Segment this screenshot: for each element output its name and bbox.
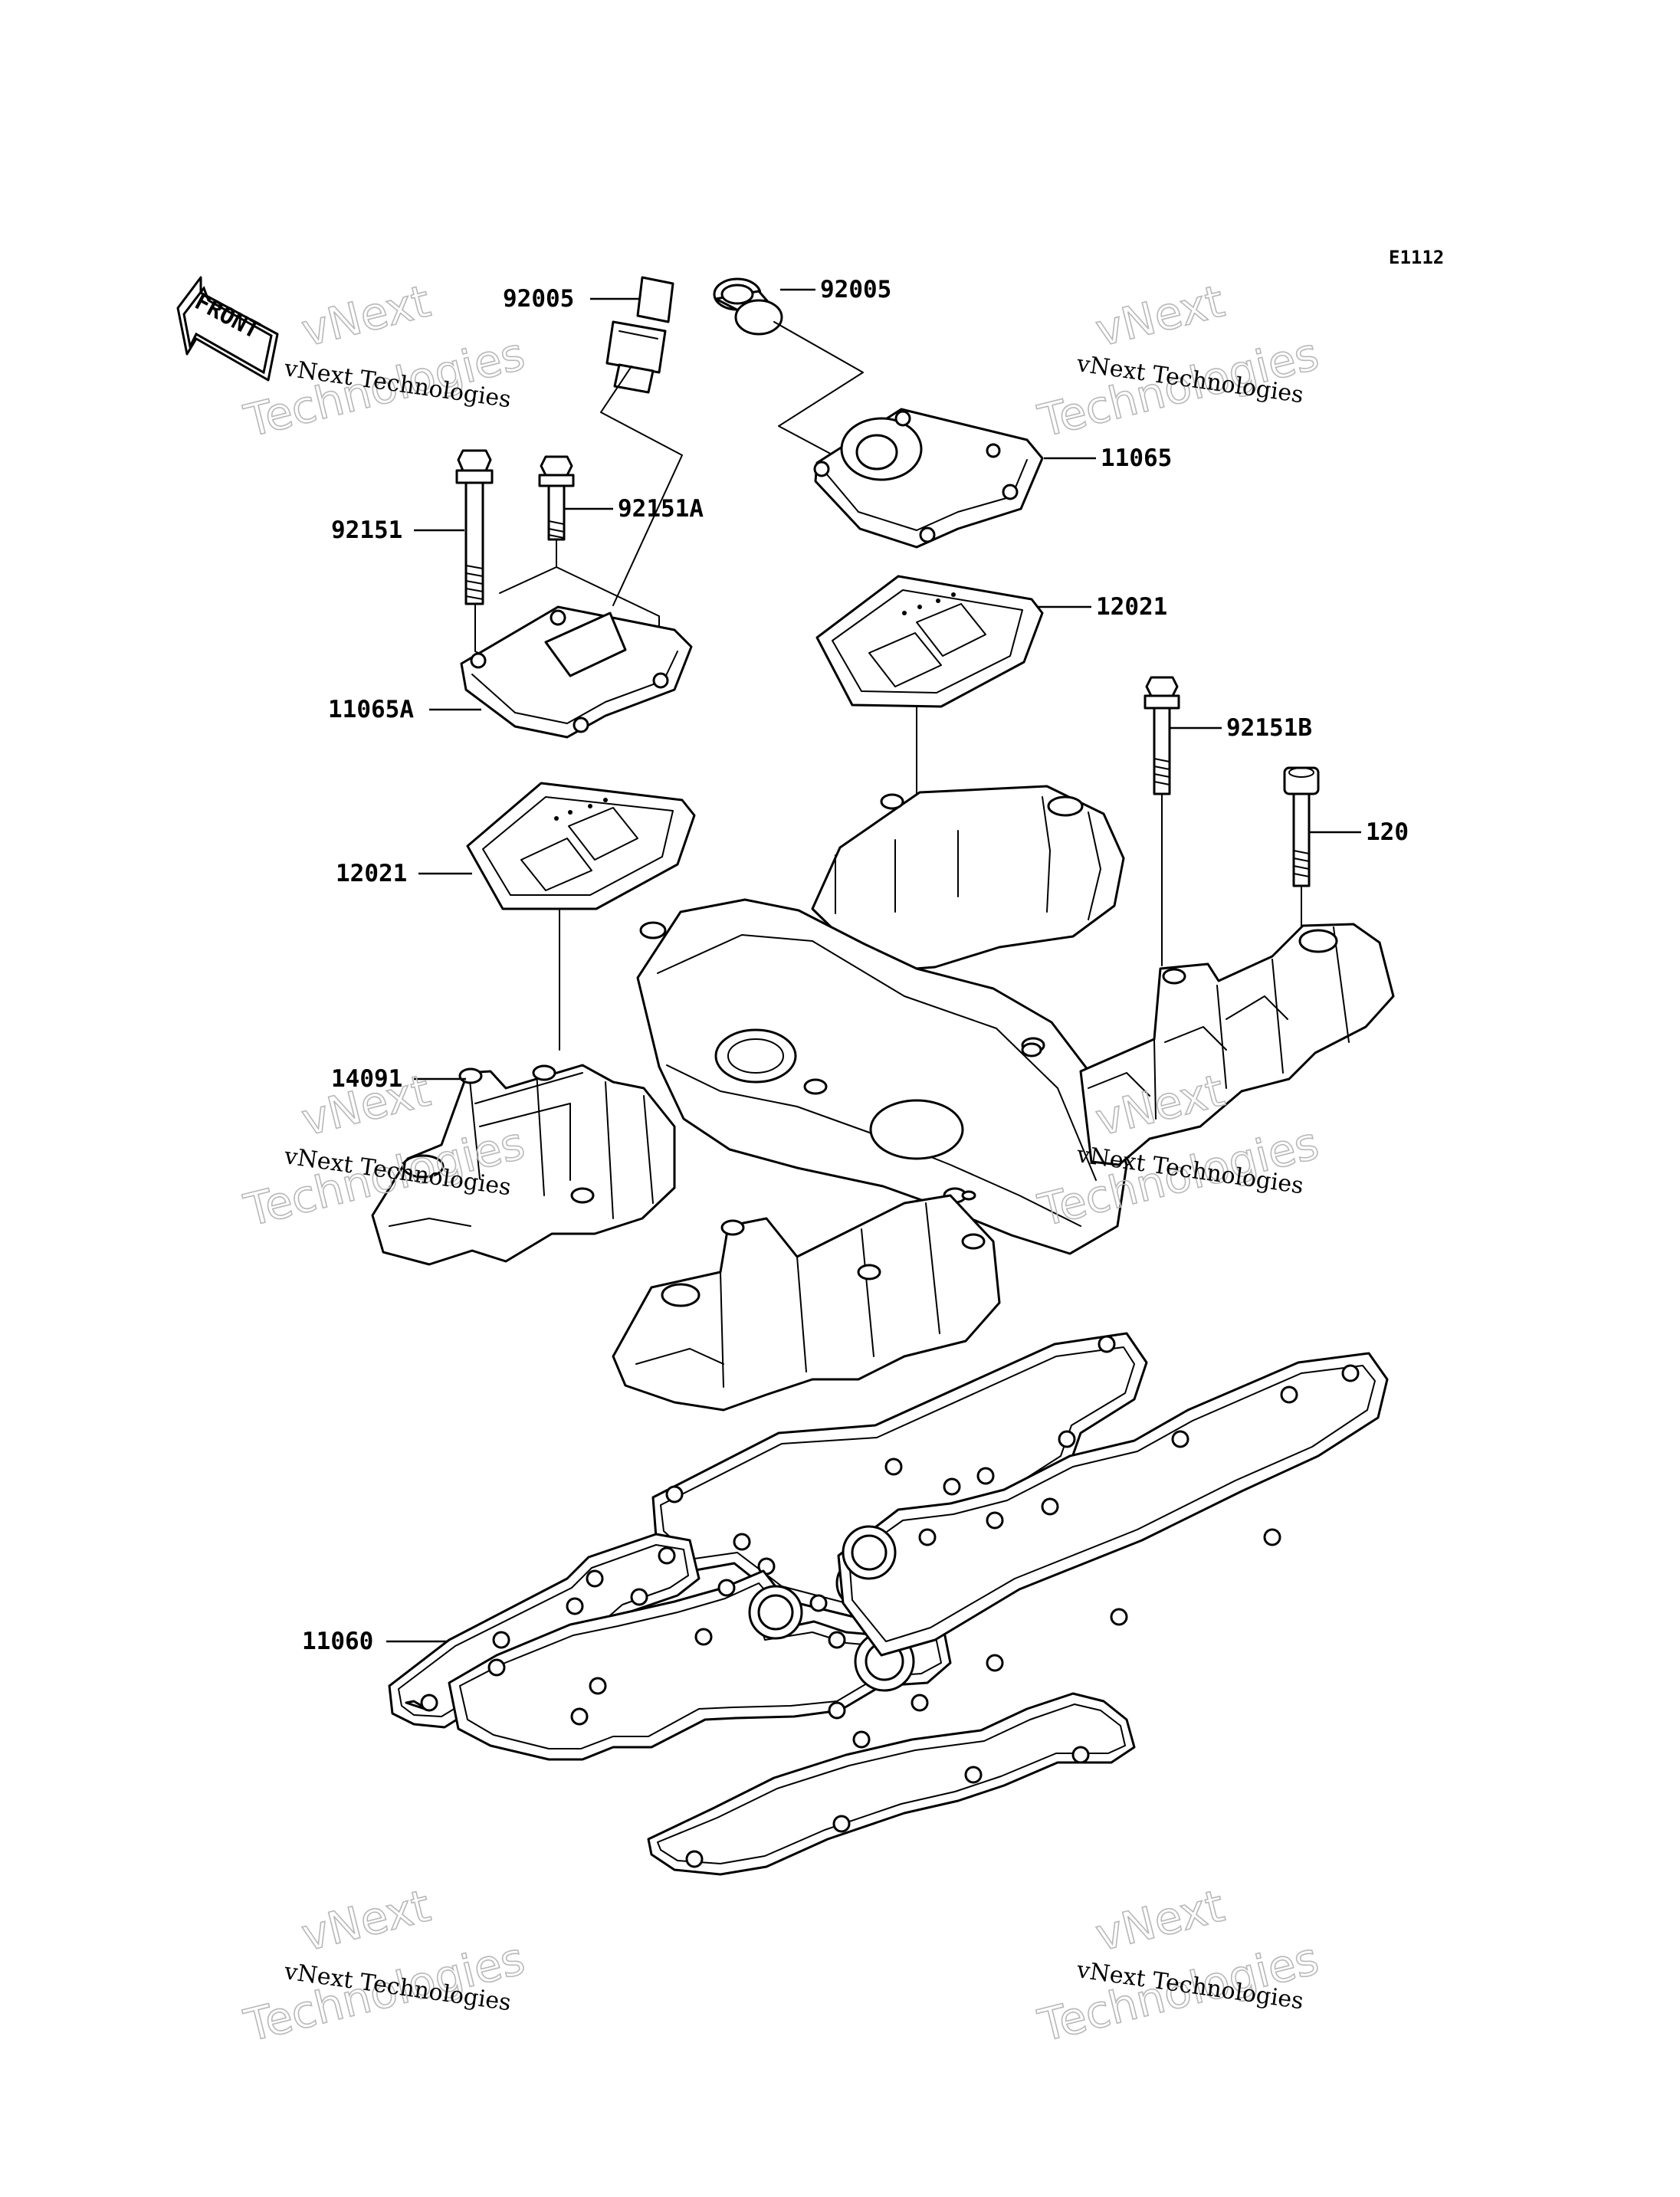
label-11060: 11060 [302,1628,373,1655]
part-14091-camshaft-cover [371,785,1395,1412]
svg-text:vNext: vNext [1091,1880,1229,1962]
label-11065: 11065 [1101,444,1172,472]
svg-text:vNext: vNext [1091,275,1229,357]
label-12021-left: 12021 [336,860,407,887]
label-120: 120 [1366,818,1409,846]
front-arrow-icon: FRONT [176,276,279,382]
part-11065-cover [813,408,1044,549]
part-92151-bolt [455,449,494,605]
label-12021-right: 12021 [1096,593,1167,621]
svg-text:vNext: vNext [297,275,435,357]
part-92005-plug-left [605,276,674,394]
label-92151: 92151 [331,516,402,544]
watermark-top-left: vNext Technologies vNext Technologies [238,274,530,448]
part-12021-gasket-right [815,575,1044,708]
part-120-bolt [1283,766,1320,887]
part-92151B-bolt [1144,676,1180,795]
watermark-bottom-left: vNext Technologies vNext Technologies [238,1879,530,2053]
label-14091: 14091 [331,1065,402,1093]
watermark-top-right: vNext Technologies vNext Technologies [1032,274,1324,448]
label-11065A: 11065A [328,696,414,723]
label-92005-right: 92005 [820,276,891,303]
part-12021-gasket-left [466,782,696,910]
diagram-code: E1112 [1389,247,1444,268]
svg-text:vNext: vNext [297,1880,435,1962]
label-92151B: 92151B [1226,714,1312,742]
part-11060-gasket-set [388,1332,1389,1876]
watermark-bottom-right: vNext Technologies vNext Technologies [1032,1879,1324,2053]
part-92005-pipe-right [713,277,783,336]
part-11065A-cover [460,605,693,739]
label-92151A: 92151A [618,495,704,523]
part-92151A-bolt [538,455,575,541]
label-92005-left: 92005 [503,285,574,313]
